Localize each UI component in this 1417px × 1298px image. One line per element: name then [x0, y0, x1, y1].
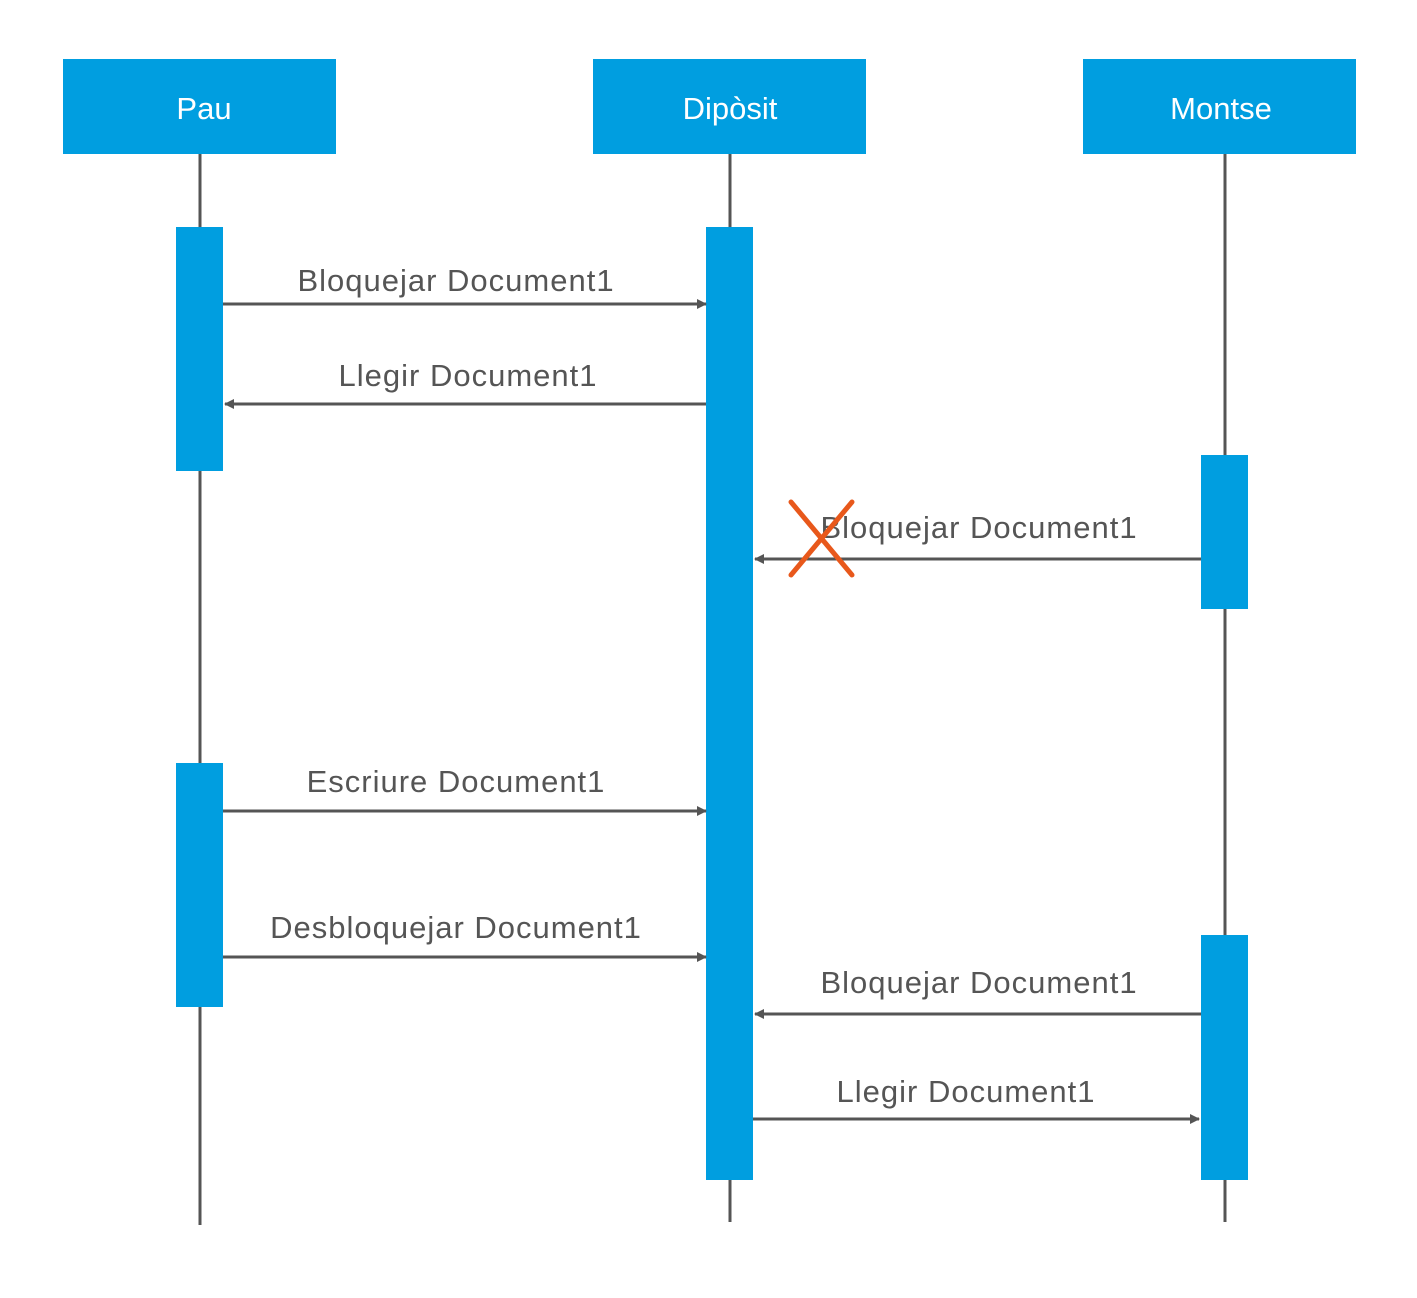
participant-label: Dipòsit: [683, 91, 778, 126]
message-desbloquejar-pau: Desbloquejar Document1: [223, 910, 707, 962]
participant-label: Montse: [1170, 91, 1272, 126]
message-escriure-pau: Escriure Document1: [223, 764, 707, 816]
message-label: Escriure Document1: [307, 764, 606, 799]
message-label: Bloquejar Document1: [820, 510, 1137, 545]
activation-bar-montse: [1201, 935, 1248, 1180]
activation-bar-pau: [176, 763, 223, 1007]
participant-montse: Montse: [1083, 59, 1356, 154]
message-label: Desbloquejar Document1: [270, 910, 642, 945]
participant-diposit: Dipòsit: [593, 59, 866, 154]
message-llegir-pau: Llegir Document1: [224, 358, 706, 409]
message-bloquejar-montse: Bloquejar Document1: [754, 965, 1201, 1019]
activation-bar-pau: [176, 227, 223, 471]
blocked-cross-icon: [788, 499, 855, 578]
participant-pau: Pau: [63, 59, 336, 154]
message-label: Llegir Document1: [339, 358, 598, 393]
message-label: Bloquejar Document1: [297, 263, 614, 298]
activation-bar-montse: [1201, 455, 1248, 609]
activation-bar-diposit: [706, 227, 753, 1180]
message-llegir-montse: Llegir Document1: [753, 1074, 1200, 1124]
message-bloquejar-montse-rejected: Bloquejar Document1: [754, 499, 1201, 578]
message-label: Bloquejar Document1: [820, 965, 1137, 1000]
participant-label: Pau: [176, 91, 231, 126]
message-label: Llegir Document1: [837, 1074, 1096, 1109]
message-bloquejar-pau: Bloquejar Document1: [223, 263, 707, 309]
